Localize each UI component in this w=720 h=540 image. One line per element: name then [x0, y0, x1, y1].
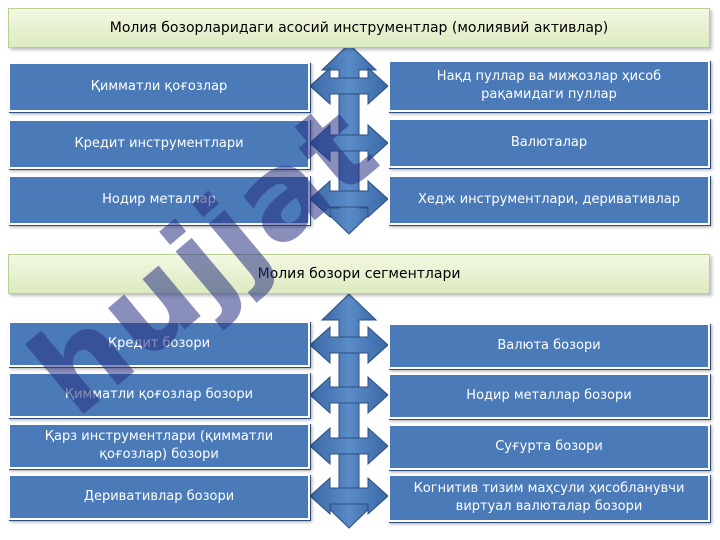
section1-title: Молия бозорларидаги асосий инструментлар… [8, 8, 710, 48]
box-cash-accounts: Нақд пуллар ва мижозлар ҳисоб рақамидаги… [388, 60, 710, 112]
box-insurance-market: Суғурта бозори [388, 424, 710, 470]
vertical-arrow-bottom [320, 293, 378, 529]
box-currencies: Валюталар [388, 118, 710, 168]
box-virtual-currency-market: Когнитив тизим маҳсули ҳисобланувчи вирт… [388, 474, 710, 522]
box-credit-market: Кредит бозори [8, 321, 310, 367]
box-hedge-derivatives: Хедж инструментлари, деривативлар [388, 175, 710, 225]
box-securities: Қимматли қоғозлар [8, 62, 310, 112]
horizontal-arrows-top [309, 66, 389, 219]
horizontal-arrows-bottom [309, 325, 389, 516]
box-securities-market: Қимматли қоғозлар бозори [8, 372, 310, 418]
box-currency-market: Валюта бозори [388, 323, 710, 369]
box-debt-instruments-market: Қарз инструментлари (қимматли қоғозлар) … [8, 423, 310, 469]
section2-title: Молия бозори сегментлари [8, 254, 710, 294]
box-credit-instruments: Кредит инструментлари [8, 119, 310, 169]
box-precious-metals-market: Нодир металлар бозори [388, 373, 710, 419]
box-derivatives-market: Деривативлар бозори [8, 474, 310, 520]
box-precious-metals: Нодир металлар [8, 175, 310, 225]
